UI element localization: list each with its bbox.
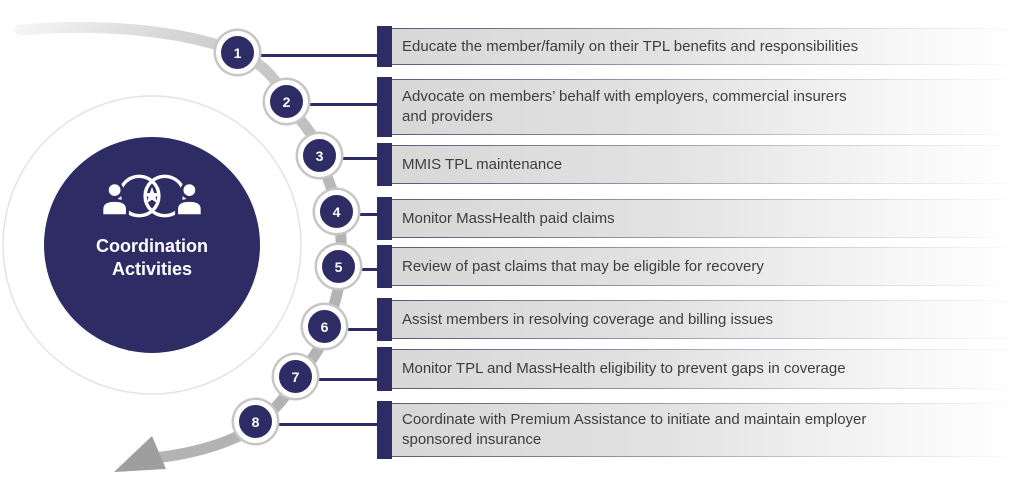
step-number: 2 <box>282 93 291 110</box>
step-badge-2: 2 <box>265 80 308 123</box>
activity-text-line: Monitor TPL and MassHealth eligibility t… <box>402 360 846 377</box>
activity-bar-1: Educate the member/family on their TPL b… <box>377 26 1017 67</box>
step-badge-5: 5 <box>317 245 360 288</box>
step-badge-1: 1 <box>216 31 259 74</box>
step-badge-3: 3 <box>298 134 341 177</box>
hub-label: Coordination Activities <box>96 235 208 281</box>
connector-line-5 <box>341 268 382 271</box>
connector-line-7 <box>298 378 382 381</box>
step-number: 5 <box>334 258 343 275</box>
activity-text: Monitor TPL and MassHealth eligibility t… <box>402 359 947 379</box>
step-number: 1 <box>233 44 242 61</box>
bar-accent-tab <box>377 197 392 240</box>
activity-text-line: and providers <box>402 108 493 125</box>
step-number: 8 <box>251 413 260 430</box>
hub-halo-ring <box>2 95 302 395</box>
step-badge-4: 4 <box>315 190 358 233</box>
activity-text-line: MMIS TPL maintenance <box>402 155 563 173</box>
bar-accent-tab <box>377 298 392 341</box>
step-number: 4 <box>332 203 341 220</box>
step-number: 3 <box>315 147 324 164</box>
connector-line-1 <box>240 54 382 57</box>
activity-bar-7: Monitor TPL and MassHealth eligibility t… <box>377 347 1017 391</box>
bar-accent-tab <box>377 143 392 186</box>
step-number: 6 <box>320 318 329 335</box>
bar-accent-tab <box>377 77 392 137</box>
connector-line-4 <box>339 213 382 216</box>
step-badge-6: 6 <box>303 305 346 348</box>
activity-bar-8: Coordinate with Premium Assistance to in… <box>377 401 1017 459</box>
step-badge-8: 8 <box>234 400 277 443</box>
connector-line-6 <box>327 328 382 331</box>
activity-text: Assist members in resolving coverage and… <box>402 310 947 330</box>
activity-bar-5: Review of past claims that may be eligib… <box>377 245 1017 288</box>
activity-text: MMIS TPL maintenance <box>402 155 947 175</box>
flow-arrow-icon <box>114 436 166 472</box>
star-icon <box>143 187 161 204</box>
bar-accent-tab <box>377 401 392 459</box>
activity-text-line: Review of past claims that may be eligib… <box>402 257 764 275</box>
step-badge-7: 7 <box>274 355 317 398</box>
activity-bar-2: Advocate on members’ behalf with employe… <box>377 77 1017 137</box>
connector-line-3 <box>322 157 382 160</box>
activity-text-line: Educate the member/family on their TPL b… <box>402 37 859 55</box>
activity-text: Review of past claims that may be eligib… <box>402 257 947 277</box>
bar-accent-tab <box>377 347 392 391</box>
activity-text-line: Monitor MassHealth paid claims <box>402 209 615 227</box>
activity-text-line: Assist members in resolving coverage and… <box>402 310 774 328</box>
activity-text-line: Coordinate with Premium Assistance to in… <box>402 411 867 428</box>
activity-text-line: sponsored insurance <box>402 431 542 448</box>
activity-bar-4: Monitor MassHealth paid claims <box>377 197 1017 240</box>
activity-bar-6: Assist members in resolving coverage and… <box>377 298 1017 341</box>
activity-text: Coordinate with Premium Assistance to in… <box>402 410 947 450</box>
step-number: 7 <box>291 368 300 385</box>
connector-line-2 <box>289 103 382 106</box>
activity-text: Monitor MassHealth paid claims <box>402 209 947 229</box>
activity-text-line: Advocate on members’ behalf with employe… <box>402 88 847 105</box>
hub-label-line1: Coordination <box>96 236 208 256</box>
people-collaboration-icon <box>100 174 204 218</box>
connector-line-8 <box>258 423 382 426</box>
bar-accent-tab <box>377 26 392 67</box>
activity-text: Advocate on members’ behalf with employe… <box>402 87 947 127</box>
activity-text: Educate the member/family on their TPL b… <box>402 37 947 57</box>
hub-circle: Coordination Activities <box>44 137 260 353</box>
activity-bar-3: MMIS TPL maintenance <box>377 143 1017 186</box>
bar-accent-tab <box>377 245 392 288</box>
hub-label-line2: Activities <box>111 259 193 279</box>
